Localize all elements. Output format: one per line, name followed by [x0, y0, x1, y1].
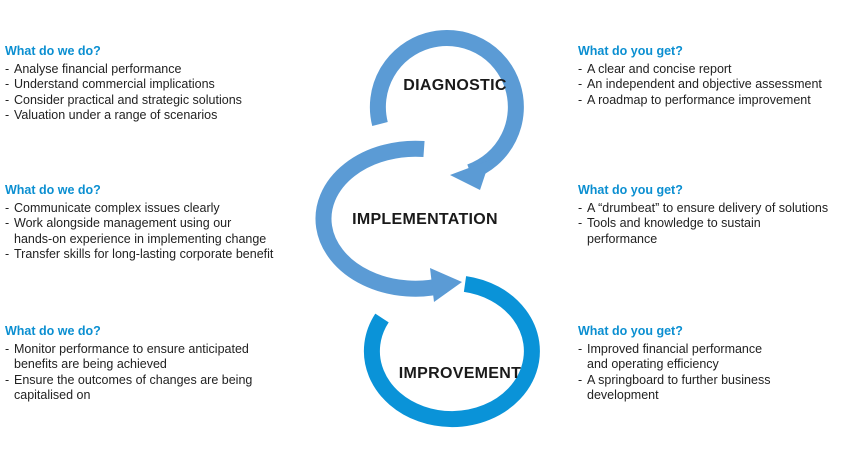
- right-block-list: -A “drumbeat” to ensure delivery of solu…: [578, 201, 828, 248]
- right-block-list: -A clear and concise report -An independ…: [578, 62, 822, 109]
- list-item: -Understand commercial implications: [5, 77, 215, 91]
- right-block-heading: What do you get?: [578, 44, 683, 58]
- list-item: -Monitor performance to ensure anticipat…: [5, 341, 249, 372]
- list-item: -A “drumbeat” to ensure delivery of solu…: [578, 200, 829, 215]
- left-block-diagnostic: What do we do? -Analyse financial perfor…: [5, 44, 242, 124]
- list-item: -Communicate complex issues clearly: [5, 200, 220, 215]
- right-block-diagnostic: What do you get? -A clear and concise re…: [578, 44, 822, 108]
- stage-label-improvement: IMPROVEMENT: [399, 365, 521, 382]
- stage-label-diagnostic: DIAGNOSTIC: [403, 77, 507, 94]
- list-item: -An independent and objective assessment: [578, 77, 822, 91]
- implementation-arrowhead: [430, 268, 462, 302]
- diagnostic-cycle: DIAGNOSTIC: [369, 30, 524, 190]
- right-block-heading: What do you get?: [578, 183, 683, 197]
- implementation-cycle: IMPLEMENTATION: [315, 140, 498, 302]
- left-block-heading: What do we do?: [5, 324, 101, 338]
- diagnostic-arrowhead: [450, 160, 490, 190]
- left-block-list: -Analyse financial performance -Understa…: [5, 62, 242, 124]
- left-block-list: -Communicate complex issues clearly -Wor…: [5, 201, 273, 263]
- right-block-heading: What do you get?: [578, 324, 683, 338]
- list-item: -Transfer skills for long-lasting corpor…: [5, 247, 274, 261]
- stage-label-implementation: IMPLEMENTATION: [352, 211, 498, 228]
- left-block-heading: What do we do?: [5, 44, 101, 58]
- implementation-ring: [315, 140, 447, 297]
- list-item: -Analyse financial performance: [5, 61, 182, 76]
- right-block-implementation: What do you get? -A “drumbeat” to ensure…: [578, 183, 828, 247]
- list-item: -A clear and concise report: [578, 61, 732, 76]
- list-item: -Consider practical and strategic soluti…: [5, 92, 242, 107]
- list-item: -Valuation under a range of scenarios: [5, 108, 218, 122]
- left-block-heading: What do we do?: [5, 183, 101, 197]
- diagnostic-ring: [369, 30, 524, 180]
- left-block-list: -Monitor performance to ensure anticipat…: [5, 342, 252, 404]
- improvement-cycle: IMPROVEMENT: [363, 276, 540, 428]
- left-block-improvement: What do we do? -Monitor performance to e…: [5, 324, 252, 404]
- list-item: -A roadmap to performance improvement: [578, 92, 811, 107]
- list-item: -Ensure the outcomes of changes are bein…: [5, 372, 253, 403]
- left-block-implementation: What do we do? -Communicate complex issu…: [5, 183, 273, 263]
- improvement-ring: [363, 276, 540, 428]
- right-block-improvement: What do you get? -Improved financial per…: [578, 324, 770, 404]
